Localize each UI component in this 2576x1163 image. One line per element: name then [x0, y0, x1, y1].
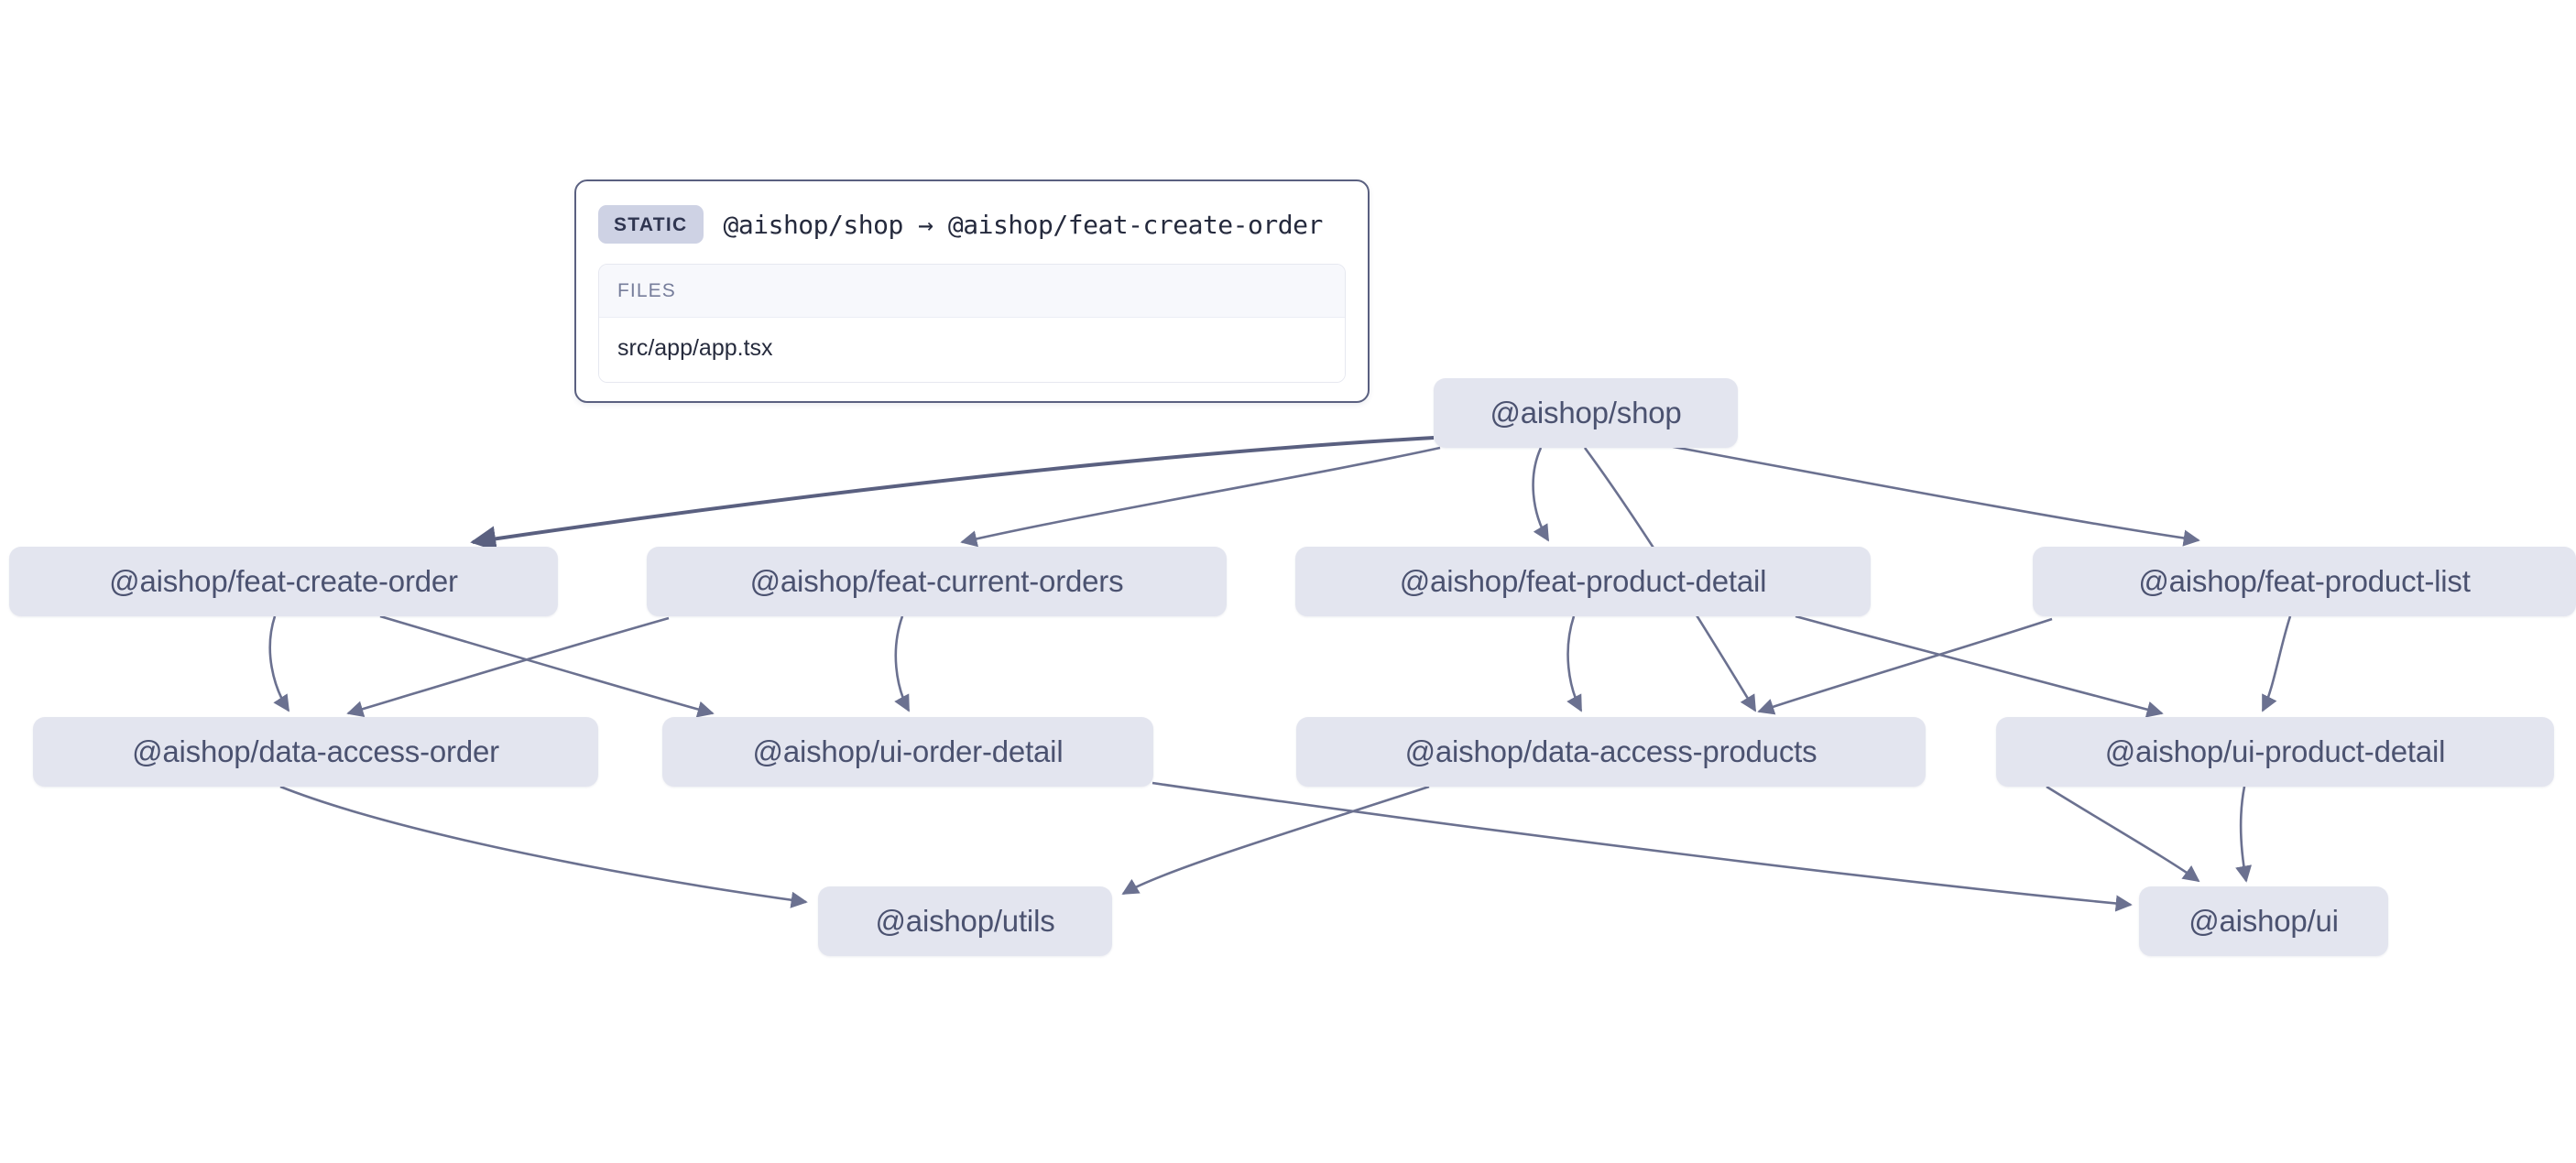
edge-detail-title: @aishop/shop → @aishop/feat-create-order [723, 209, 1324, 240]
edge-ui-product-detail-to-ui-left [2046, 785, 2200, 883]
graph-node-data-access-products[interactable]: @aishop/data-access-products [1296, 717, 1926, 787]
edge-feat-create-order-to-data-access-order [268, 615, 290, 712]
graph-node-shop[interactable]: @aishop/shop [1434, 378, 1738, 448]
graph-node-feat-product-detail[interactable]: @aishop/feat-product-detail [1295, 547, 1871, 616]
edge-data-access-order-to-utils [279, 785, 808, 908]
edge-feat-product-list-to-data-access-products [1757, 617, 2053, 715]
graph-node-feat-product-list[interactable]: @aishop/feat-product-list [2033, 547, 2576, 616]
files-panel-header: FILES [599, 265, 1345, 318]
edge-shop-to-feat-create-order [470, 436, 1435, 552]
graph-node-ui[interactable]: @aishop/ui [2139, 886, 2388, 956]
graph-node-data-access-order[interactable]: @aishop/data-access-order [33, 717, 598, 787]
files-panel: FILES src/app/app.tsx [598, 264, 1346, 383]
graph-node-feat-current-orders[interactable]: @aishop/feat-current-orders [647, 547, 1227, 616]
edge-feat-create-order-to-ui-order-detail [379, 614, 715, 718]
graph-node-ui-order-detail[interactable]: @aishop/ui-order-detail [662, 717, 1153, 787]
edge-shop-to-feat-product-list [1648, 440, 2200, 547]
edge-feat-product-detail-to-data-access-products [1566, 615, 1583, 712]
edge-data-access-products-to-utils [1121, 785, 1430, 896]
graph-node-feat-create-order[interactable]: @aishop/feat-create-order [9, 547, 558, 616]
edge-shop-to-feat-current-orders [960, 446, 1441, 548]
edge-feat-product-list-to-ui-product-detail [2261, 615, 2292, 712]
edge-feat-current-orders-to-ui-order-detail [894, 615, 911, 712]
edge-feat-current-orders-to-data-access-order [346, 616, 670, 718]
edge-ui-product-detail-to-ui-right [2235, 786, 2253, 883]
edge-feat-product-detail-to-ui-product-detail [1795, 614, 2164, 718]
graph-node-utils[interactable]: @aishop/utils [818, 886, 1112, 956]
edge-ui-order-detail-to-ui [1152, 781, 2133, 912]
file-list-item[interactable]: src/app/app.tsx [599, 318, 1345, 382]
edge-detail-card: STATIC @aishop/shop → @aishop/feat-creat… [574, 179, 1370, 403]
edge-shop-to-feat-product-detail [1532, 447, 1550, 542]
static-badge: STATIC [598, 205, 704, 244]
edge-detail-header: STATIC @aishop/shop → @aishop/feat-creat… [598, 201, 1346, 244]
graph-node-ui-product-detail[interactable]: @aishop/ui-product-detail [1996, 717, 2554, 787]
